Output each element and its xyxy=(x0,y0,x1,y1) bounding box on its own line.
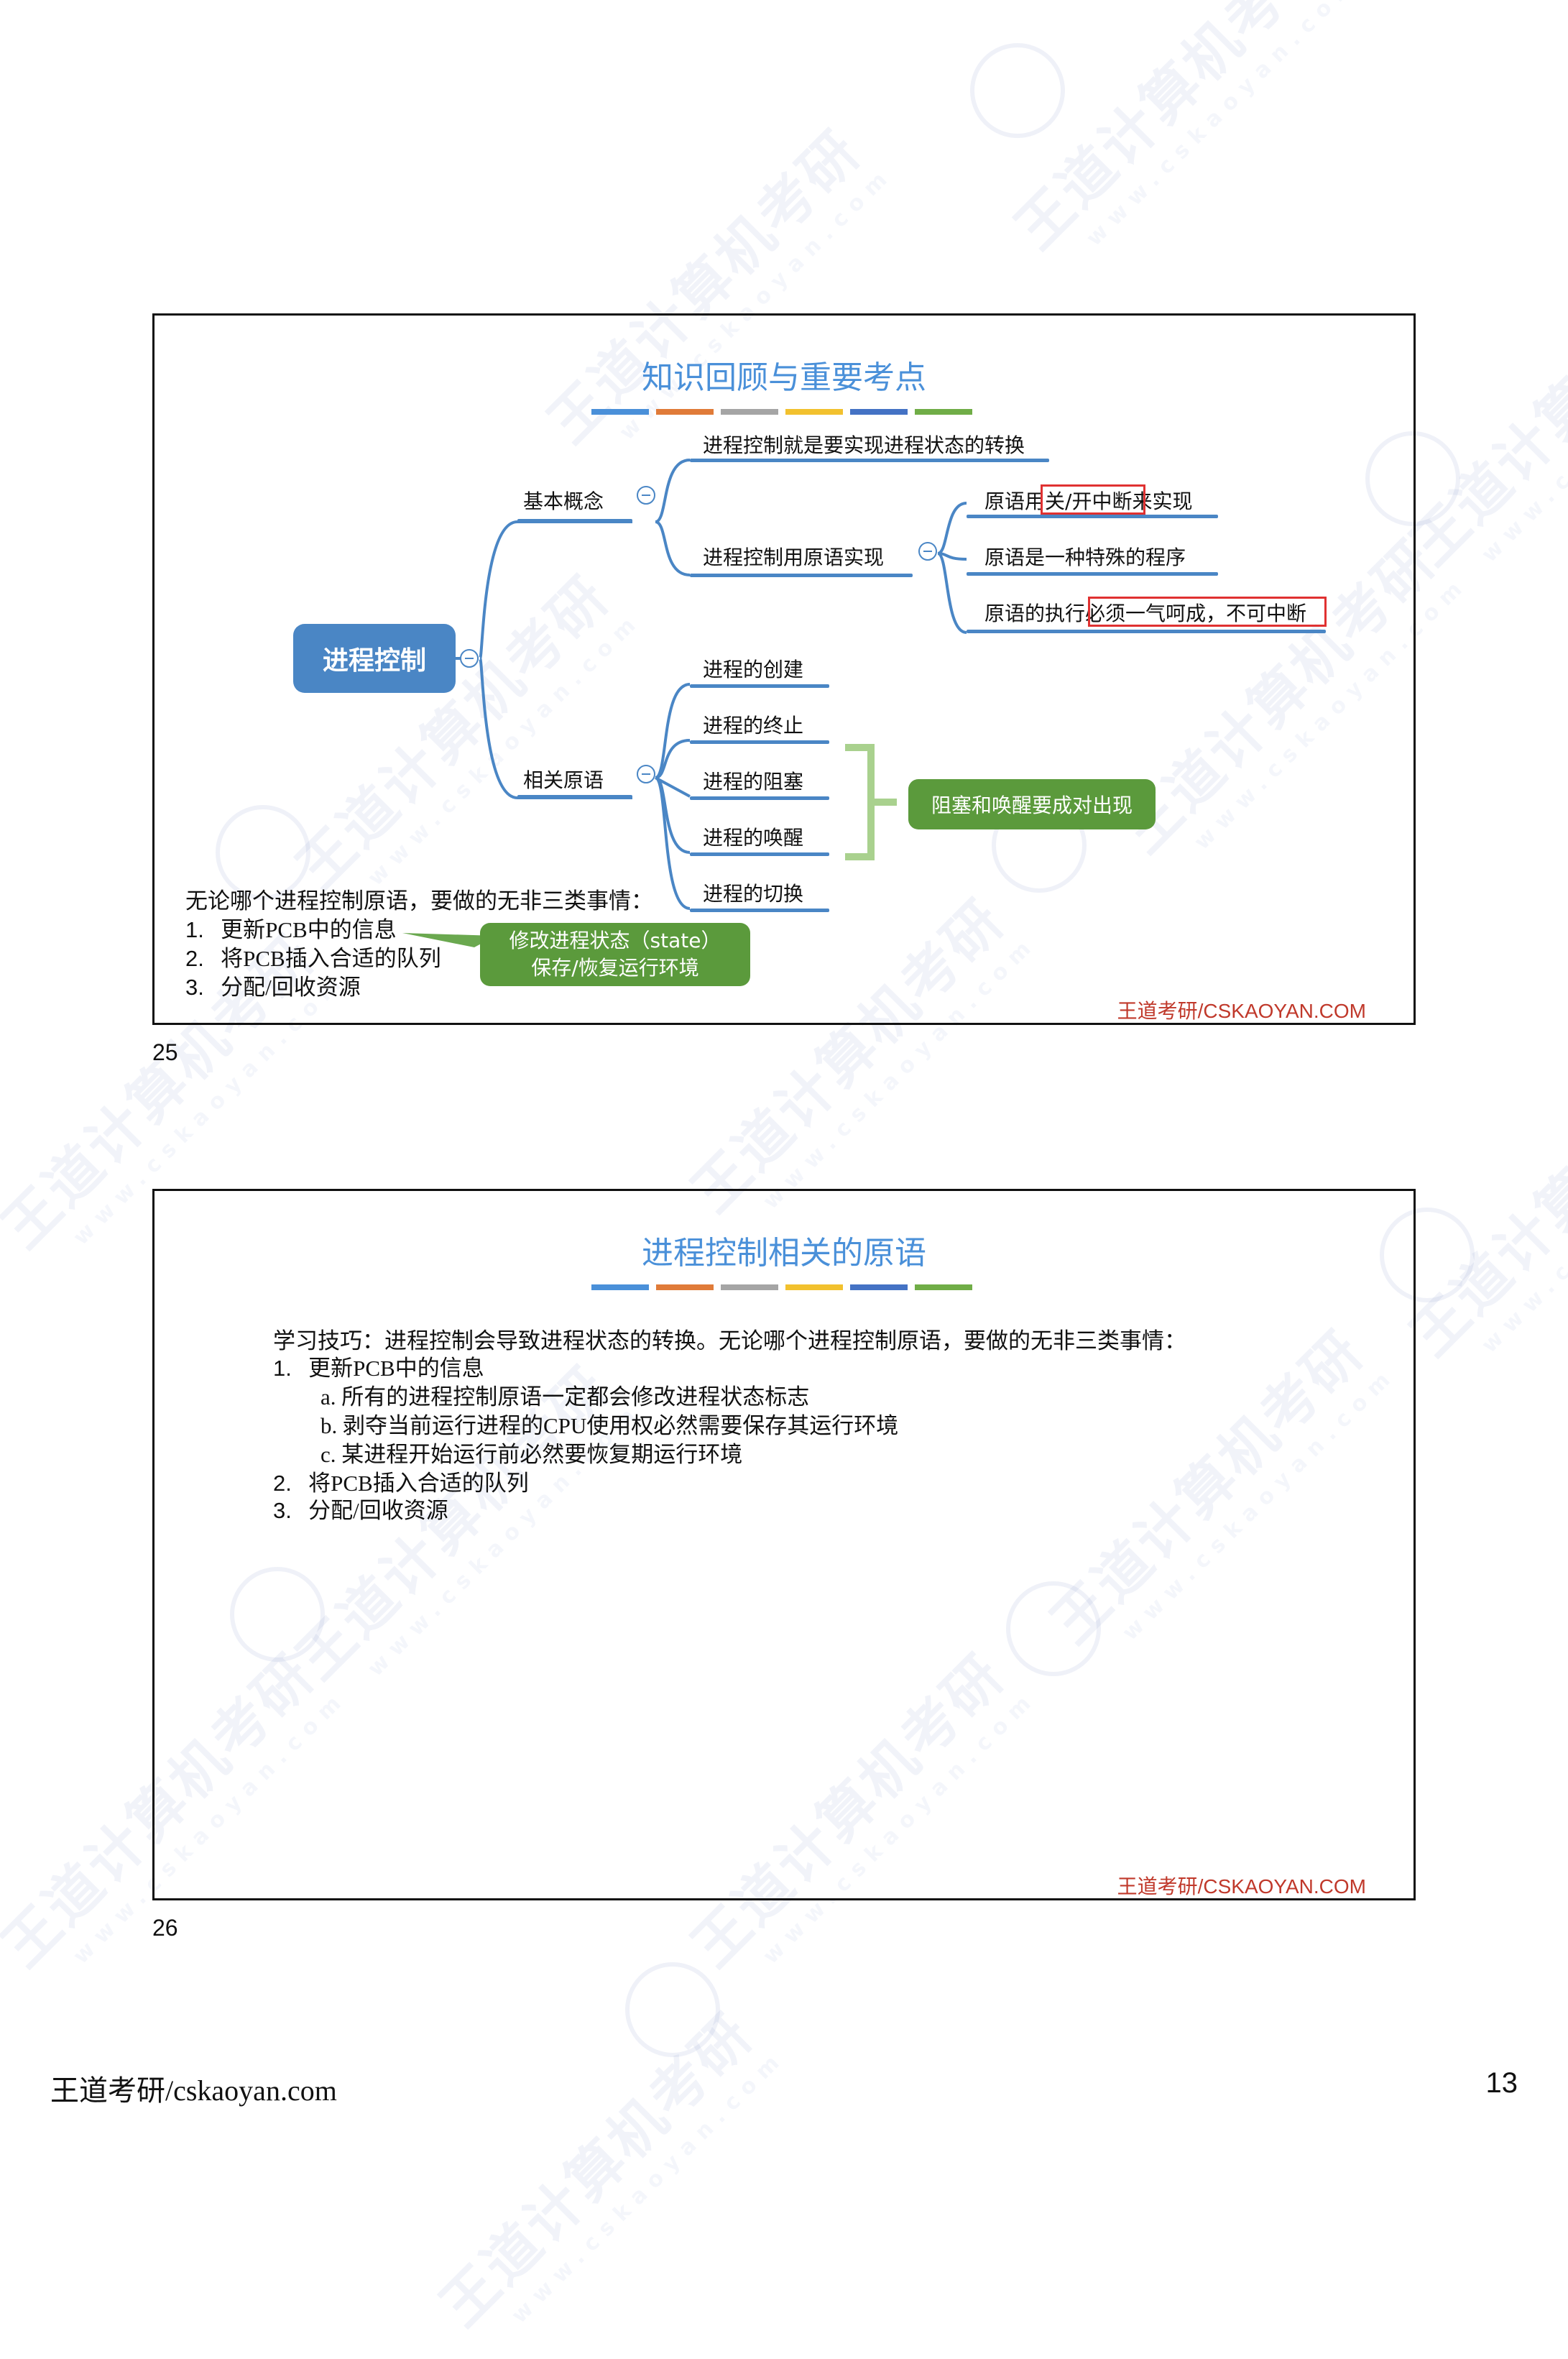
slide-26: 进程控制相关的原语 王道考研/CSKAOYAN.COM xyxy=(152,1189,1416,1900)
underline xyxy=(967,630,1326,633)
underline xyxy=(517,795,632,799)
tip-subitem: a. 所有的进程控制原语一定都会修改进程状态标志 xyxy=(320,1384,810,1410)
underline xyxy=(690,852,829,856)
branch-related: 相关原语 xyxy=(523,768,604,792)
collapse-toggle[interactable] xyxy=(637,765,655,783)
collapse-toggle[interactable] xyxy=(637,486,655,505)
collapse-toggle[interactable] xyxy=(918,542,937,561)
related-item: 进程的阻塞 xyxy=(703,770,804,794)
highlight-text: 必须一气呵成，不可中断 xyxy=(1085,602,1307,625)
accent-bar xyxy=(656,409,714,415)
related-item: 进程的终止 xyxy=(703,714,804,737)
primitive-item: 原语的执行必须一气呵成，不可中断 xyxy=(984,602,1307,625)
basic-item: 进程控制就是要实现进程状态的转换 xyxy=(703,433,1025,457)
accent-bar xyxy=(915,1284,972,1290)
summary-intro: 无论哪个进程控制原语，要做的无非三类事情： xyxy=(185,888,653,914)
accent-bar xyxy=(850,409,908,415)
title-accent-bars xyxy=(591,1284,972,1290)
underline xyxy=(690,796,829,800)
footer-site: 王道考研/cskaoyan.com xyxy=(50,2074,337,2107)
slide-number: 25 xyxy=(152,1039,178,1065)
page-number: 13 xyxy=(1485,2067,1518,2099)
underline xyxy=(517,519,632,523)
accent-bar xyxy=(721,409,778,415)
collapse-toggle[interactable] xyxy=(460,649,479,668)
accent-bar xyxy=(721,1284,778,1290)
pair-note-box: 阻塞和唤醒要成对出现 xyxy=(908,779,1156,829)
slide-number: 26 xyxy=(152,1915,178,1941)
tip-intro: 学习技巧：进程控制会导致进程状态的转换。无论哪个进程控制原语，要做的无非三类事情… xyxy=(273,1328,1186,1353)
underline xyxy=(967,572,1218,576)
accent-bar xyxy=(785,409,843,415)
tip-item: 3. 分配/回收资源 xyxy=(273,1498,448,1523)
branch-basic: 基本概念 xyxy=(523,489,604,513)
highlight-text: 关/开中断 xyxy=(1045,489,1133,513)
slide-title: 知识回顾与重要考点 xyxy=(642,359,926,396)
underline xyxy=(967,515,1218,518)
related-item: 进程的切换 xyxy=(703,882,804,906)
title-accent-bars xyxy=(591,409,972,415)
primitive-item: 原语用关/开中断来实现 xyxy=(984,489,1193,513)
accent-bar xyxy=(785,1284,843,1290)
accent-bar xyxy=(656,1284,714,1290)
brand-label: 王道考研/CSKAOYAN.COM xyxy=(1117,1875,1366,1898)
root-node: 进程控制 xyxy=(293,624,456,693)
brand-label: 王道考研/CSKAOYAN.COM xyxy=(1117,1000,1366,1022)
tip-item: 1. 更新PCB中的信息 xyxy=(273,1356,484,1381)
accent-bar xyxy=(591,409,649,415)
slide-title: 进程控制相关的原语 xyxy=(642,1235,926,1272)
callout-box: 修改进程状态（state） 保存/恢复运行环境 xyxy=(480,923,750,986)
underline xyxy=(690,909,829,912)
basic-item: 进程控制用原语实现 xyxy=(703,546,885,569)
underline xyxy=(690,740,829,744)
primitive-item: 原语是一种特殊的程序 xyxy=(984,546,1186,569)
highlight-box xyxy=(1088,597,1327,627)
tip-subitem: c. 某进程开始运行前必然要恢复期运行环境 xyxy=(320,1442,743,1467)
underline xyxy=(690,459,1049,462)
accent-bar xyxy=(591,1284,649,1290)
accent-bar xyxy=(850,1284,908,1290)
summary-item: 1. 更新PCB中的信息 xyxy=(185,917,397,942)
highlight-box xyxy=(1041,484,1145,515)
mindmap-connectors xyxy=(402,459,967,947)
tip-item: 2. 将PCB插入合适的队列 xyxy=(273,1471,529,1496)
watermark-logo xyxy=(625,1962,720,2057)
underline xyxy=(690,574,913,577)
accent-bar xyxy=(915,409,972,415)
related-item: 进程的唤醒 xyxy=(703,826,804,850)
summary-item: 3. 分配/回收资源 xyxy=(185,975,361,1000)
summary-item: 2. 将PCB插入合适的队列 xyxy=(185,946,441,971)
related-item: 进程的创建 xyxy=(703,658,804,681)
slide-25: 知识回顾与重要考点 王道考研/CSKAOYAN.COM xyxy=(152,313,1416,1025)
underline xyxy=(690,684,829,688)
tip-subitem: b. 剥夺当前运行进程的CPU使用权必然需要保存其运行环境 xyxy=(320,1413,899,1438)
